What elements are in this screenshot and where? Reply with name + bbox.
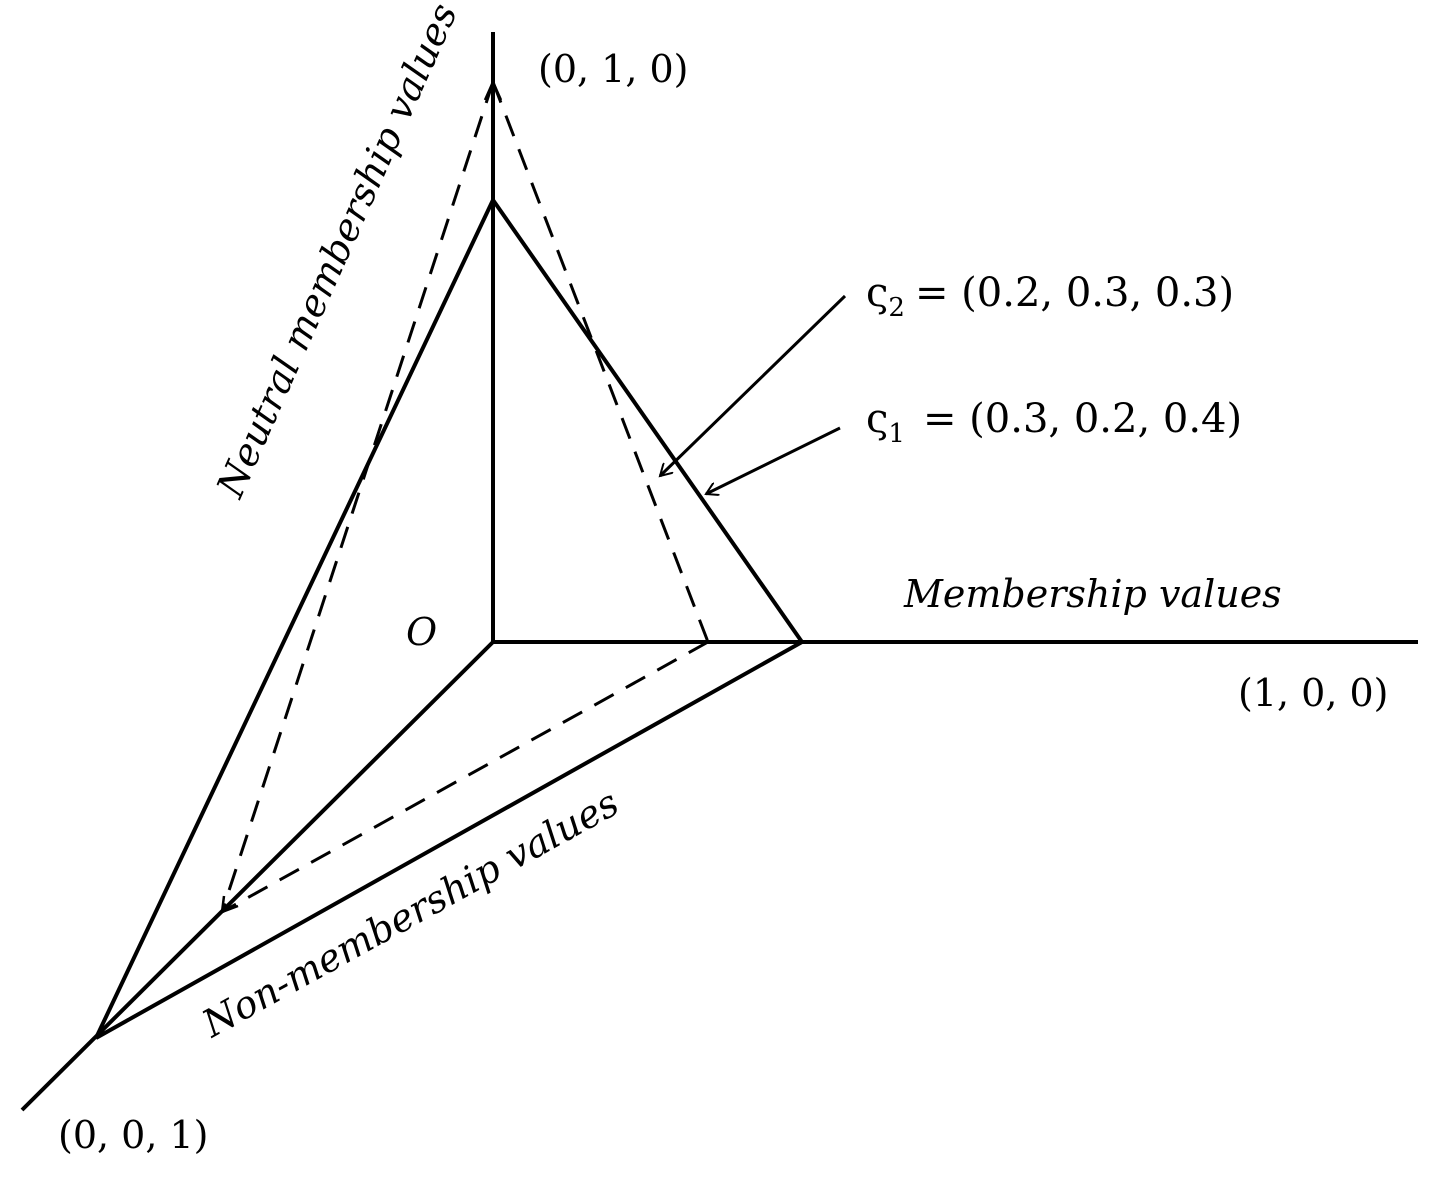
pointer-arrows [660, 294, 847, 494]
s2-symbol: ς [866, 270, 888, 316]
s1-value: = (0.3, 0.2, 0.4) [923, 396, 1242, 442]
dashed-edge-top-right [491, 81, 710, 643]
solid-edge-top-right [491, 198, 804, 644]
x-corner-label: (1, 0, 0) [1238, 671, 1389, 715]
dashed-edge-bottom [221, 640, 709, 914]
s1-symbol: ς [866, 396, 888, 442]
solid-edge-top-left [94, 199, 495, 1039]
s1-subscript: 1 [888, 419, 905, 449]
neutral-axis-title: Neutral membership values [208, 0, 466, 505]
membership-axis-title: Membership values [903, 572, 1282, 616]
s1-pointer-arrow [706, 426, 841, 494]
solid-triangle [94, 198, 804, 1040]
s2-subscript: 2 [888, 293, 905, 323]
axes [20, 32, 1418, 1112]
z-corner-label: (0, 0, 1) [58, 1113, 209, 1157]
non-membership-axis [20, 640, 495, 1112]
non-membership-axis-title: Non-membership values [194, 780, 626, 1046]
dashed-edge-top-left [220, 81, 495, 913]
s2-label: ς2 = (0.2, 0.3, 0.3) [866, 270, 1234, 323]
y-corner-label: (0, 1, 0) [538, 47, 689, 91]
dashed-corner-arrows [220, 78, 503, 914]
solid-edge-bottom [95, 640, 803, 1040]
top-arrowhead [483, 78, 503, 101]
s2-value: = (0.2, 0.3, 0.3) [915, 270, 1234, 316]
s2-pointer-arrow [660, 294, 847, 476]
bottom-arrowhead [220, 895, 239, 914]
s1-label: ς1 = (0.3, 0.2, 0.4) [866, 396, 1242, 449]
dashed-triangle [220, 81, 710, 914]
origin-label: O [406, 610, 437, 654]
